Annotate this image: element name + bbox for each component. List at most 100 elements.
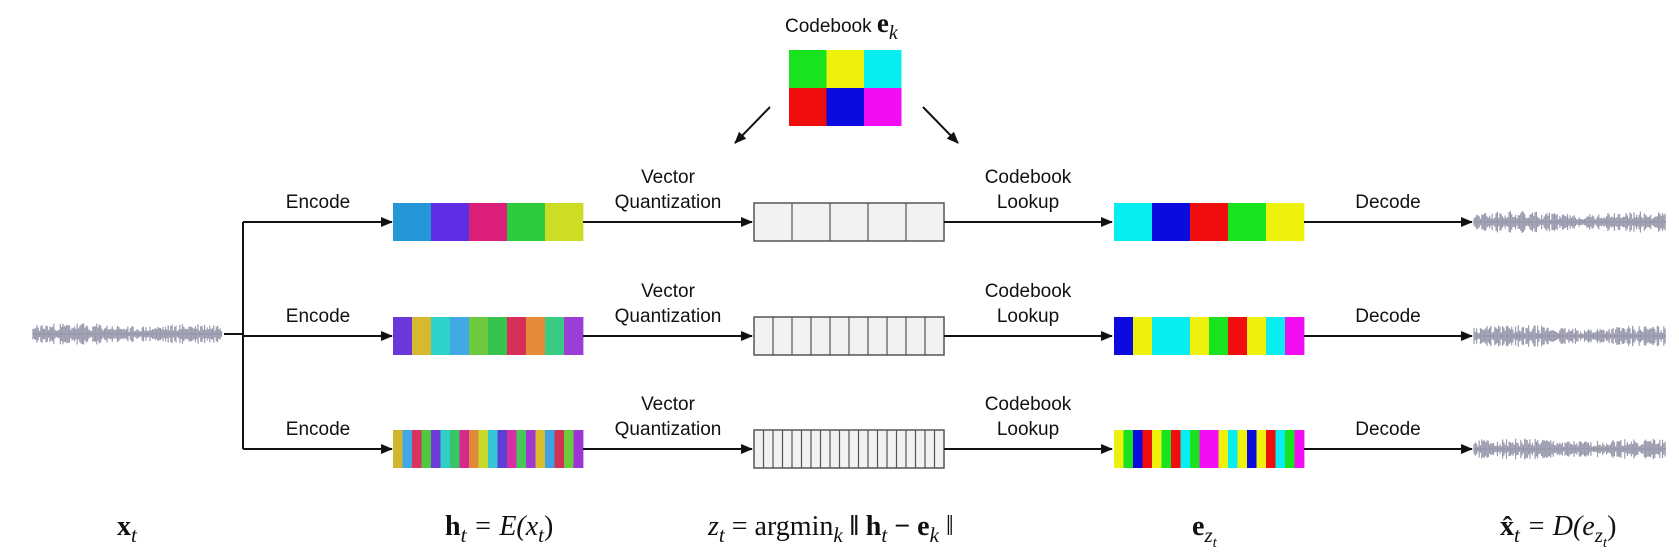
lookup-segment [1190, 203, 1229, 241]
vq-label-line2: Quantization [615, 419, 722, 440]
encoder-segment [526, 317, 546, 355]
lookup-segment [1152, 203, 1191, 241]
encoder-segment [507, 203, 546, 241]
lookup-segment [1266, 203, 1305, 241]
decode-label: Decode [1355, 306, 1421, 327]
lookup-segment [1247, 430, 1257, 468]
encoder-segment [393, 317, 413, 355]
lookup-label-line2: Lookup [997, 306, 1059, 327]
encoder-segment [431, 317, 451, 355]
encoder-segment [488, 430, 498, 468]
encoder-segment [412, 430, 422, 468]
encode-label: Encode [286, 419, 350, 440]
equation-xhat: x̂t = D(ezt) [1500, 511, 1616, 551]
encoder-segment [564, 317, 584, 355]
vq-label-line2: Quantization [615, 306, 722, 327]
codebook-arrow-left [734, 106, 771, 144]
encoder-segment [545, 430, 555, 468]
codebook-entry [789, 50, 827, 88]
lookup-segment [1171, 430, 1181, 468]
lookup-label-line1: Codebook [985, 167, 1072, 188]
encoder-segment [431, 203, 470, 241]
lookup-segment [1247, 317, 1267, 355]
codebook-entry [864, 88, 902, 126]
lookup-segment [1114, 203, 1153, 241]
encoder-segment [412, 317, 432, 355]
vq-label-line1: Vector [641, 394, 696, 415]
lookup-segment [1285, 430, 1295, 468]
lookup-segment [1275, 430, 1286, 468]
lookup-segment [1209, 317, 1229, 355]
lookup-segment [1142, 430, 1153, 468]
encoder-segment [469, 203, 508, 241]
codebook-entry [864, 50, 902, 88]
encoder-segment [469, 317, 489, 355]
lookup-segment [1123, 430, 1134, 468]
codebook-grid [789, 50, 902, 126]
codebook-title: Codebook ek [785, 8, 899, 44]
encoder-segment [393, 203, 432, 241]
lookup-segment [1294, 430, 1305, 468]
encoder-segment [478, 430, 489, 468]
encoder-segment [507, 430, 517, 468]
output-waveform [1473, 438, 1666, 460]
encoder-segment [516, 430, 527, 468]
encoder-segment [564, 430, 574, 468]
encoder-segment [488, 317, 508, 355]
encode-label: Encode [286, 306, 350, 327]
encoder-segment [545, 203, 584, 241]
lookup-segment [1152, 430, 1162, 468]
encoder-segment [393, 430, 403, 468]
lookup-segment [1114, 430, 1124, 468]
encoder-segment [469, 430, 479, 468]
lookup-segment [1228, 203, 1267, 241]
lookup-segment [1266, 317, 1286, 355]
vq-label-line1: Vector [641, 167, 696, 188]
lookup-segment [1190, 430, 1200, 468]
lookup-segment [1190, 317, 1210, 355]
equation-z: zt = argmink ‖ ht − ek ‖ [707, 511, 954, 547]
encoder-segment [459, 430, 470, 468]
input-waveform-shape [32, 323, 223, 345]
encoder-segment [535, 430, 546, 468]
encoder-segment [431, 430, 441, 468]
encoder-segment [450, 430, 460, 468]
encoder-segment [526, 430, 536, 468]
encoder-segment [402, 430, 413, 468]
quantized-sequence [753, 202, 945, 242]
codebook-entry [826, 88, 864, 126]
vq-label-line1: Vector [641, 281, 696, 302]
encoder-segment [507, 317, 527, 355]
lookup-label-line2: Lookup [997, 192, 1059, 213]
output-waveform [1473, 211, 1666, 233]
lookup-segment [1218, 430, 1229, 468]
encoder-segment [497, 430, 508, 468]
encoder-segment [440, 430, 451, 468]
lookup-label-line1: Codebook [985, 394, 1072, 415]
codebook-arrow-right [922, 106, 959, 144]
lookup-segment [1237, 430, 1248, 468]
lookup-segment [1161, 430, 1172, 468]
lookup-segment [1228, 430, 1238, 468]
output-waveform [1473, 325, 1666, 347]
lookup-segment [1228, 317, 1248, 355]
codebook-entry [826, 50, 864, 88]
lookup-segment [1266, 430, 1276, 468]
decode-label: Decode [1355, 192, 1421, 213]
lookup-segment [1152, 317, 1172, 355]
encoder-segment [554, 430, 565, 468]
equation-e: ezt [1192, 511, 1218, 551]
lookup-segment [1199, 430, 1210, 468]
input-waveform [32, 323, 223, 345]
lookup-segment [1285, 317, 1305, 355]
lookup-segment [1114, 317, 1134, 355]
lookup-segment [1180, 430, 1191, 468]
lookup-label-line2: Lookup [997, 419, 1059, 440]
lookup-label-line1: Codebook [985, 281, 1072, 302]
lookup-segment [1171, 317, 1191, 355]
